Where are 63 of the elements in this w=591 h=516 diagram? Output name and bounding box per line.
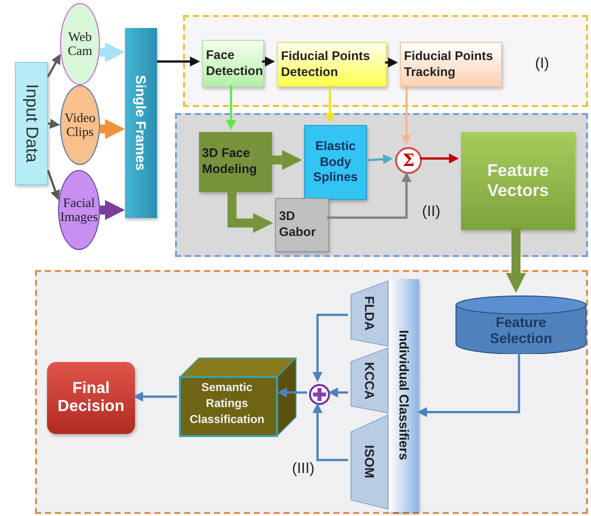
arrow xyxy=(328,388,348,398)
dashed-group-box xyxy=(175,113,588,257)
node-label: FLDA xyxy=(362,296,377,331)
arrow xyxy=(226,85,236,130)
sigma-symbol: Σ xyxy=(402,150,415,170)
arrow xyxy=(402,85,412,145)
arrow xyxy=(364,154,393,164)
process-box xyxy=(47,362,135,434)
node-label: 3D Face Modeling xyxy=(202,146,258,178)
node-label: Feature Vectors xyxy=(486,161,550,201)
node-label: Semantic Ratings Classification xyxy=(188,381,266,428)
group-label: (II) xyxy=(422,203,440,222)
process-bar xyxy=(125,28,157,218)
arrow xyxy=(327,172,412,219)
plus-circle xyxy=(309,384,330,405)
process-box xyxy=(400,42,502,87)
arrow xyxy=(46,170,60,200)
node-label: Fiducial Points Tracking xyxy=(404,48,494,80)
classifier-bar xyxy=(389,279,419,512)
block-arrow xyxy=(100,200,125,220)
input-box xyxy=(15,62,48,185)
process-box xyxy=(277,42,387,87)
sum-circle xyxy=(395,147,422,174)
group-label: (I) xyxy=(535,55,550,74)
arrow xyxy=(417,352,520,418)
block-arrow xyxy=(100,119,125,139)
group-label: (III) xyxy=(292,460,314,479)
arrow xyxy=(312,403,348,462)
arrow xyxy=(420,154,459,164)
arrow xyxy=(277,388,307,398)
arrow xyxy=(47,54,61,78)
arrow xyxy=(48,118,60,129)
node-label: KCCA xyxy=(362,362,377,400)
block-arrow xyxy=(228,190,273,233)
node-label: Input Data xyxy=(22,84,42,163)
process-box xyxy=(275,198,329,252)
node-label: Single Frames xyxy=(133,75,149,171)
arrow xyxy=(385,58,398,68)
process-box xyxy=(304,125,367,200)
node-label: Elastic Body Splines xyxy=(312,139,359,186)
node-label: Feature Selection xyxy=(488,314,554,346)
dashed-group-box xyxy=(35,270,588,514)
node-label: Face Detection xyxy=(206,48,263,80)
block-arrow xyxy=(506,228,526,293)
process-box xyxy=(202,40,264,87)
dashed-group-box xyxy=(183,15,588,107)
arrow xyxy=(262,56,275,66)
arrow xyxy=(325,85,335,123)
node-label: Video Clips xyxy=(64,110,96,140)
node-label: Fiducial Points Detection xyxy=(281,48,371,80)
arrow xyxy=(133,392,177,402)
node-label: ISOM xyxy=(362,445,377,479)
process-box xyxy=(199,132,272,192)
block-arrow xyxy=(100,42,125,62)
node-label: Web Cam xyxy=(66,30,94,58)
node-label: Facial Images xyxy=(59,196,99,224)
node-label: Final Decision xyxy=(56,380,126,416)
process-box xyxy=(461,132,575,230)
arrow xyxy=(157,56,200,66)
node-label: Individual Classifiers xyxy=(396,330,412,461)
node-label: 3D Gabor xyxy=(279,209,317,241)
arrow xyxy=(312,314,348,382)
block-arrow xyxy=(270,150,302,170)
